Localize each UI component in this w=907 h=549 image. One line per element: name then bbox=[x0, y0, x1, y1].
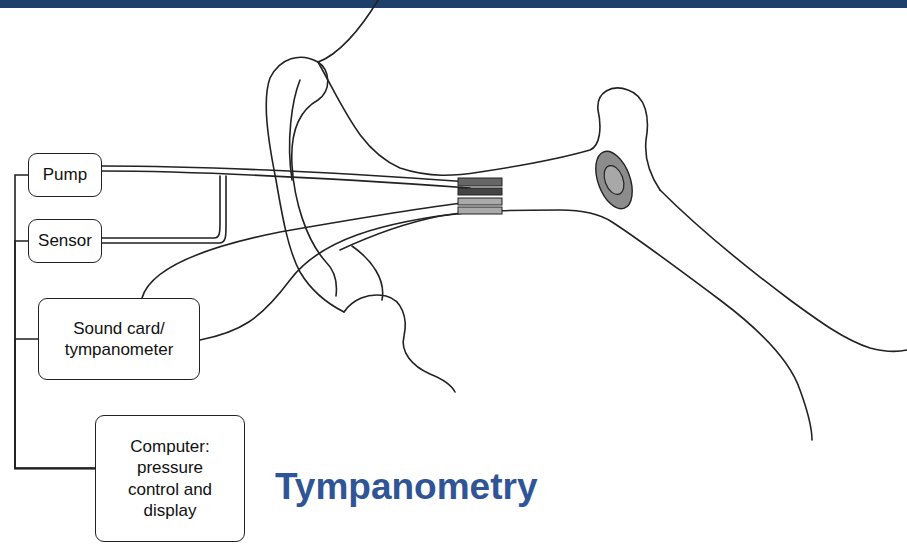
computer-box: Computer: pressure control and display bbox=[95, 415, 245, 542]
ear-canal-lower-wall bbox=[340, 210, 812, 440]
sound-card-box: Sound card/ tympanometer bbox=[38, 298, 200, 380]
bus-connector bbox=[15, 175, 95, 468]
speaker-wire bbox=[142, 202, 470, 298]
middle-ear-wall bbox=[660, 190, 907, 351]
header-bar bbox=[0, 0, 907, 8]
title: Tympanometry bbox=[275, 466, 538, 508]
box-label: Computer: pressure control and display bbox=[116, 436, 224, 521]
lower-pinna bbox=[344, 295, 455, 392]
sensor-tube bbox=[102, 176, 226, 243]
box-label: Pump bbox=[43, 164, 87, 185]
pump-box: Pump bbox=[28, 153, 102, 197]
bus-connector bbox=[15, 241, 95, 468]
tragus bbox=[352, 246, 383, 300]
pinna-outline bbox=[266, 0, 378, 312]
pinna-antihelix bbox=[290, 80, 300, 180]
eardrum bbox=[589, 146, 640, 213]
box-label: Sound card/ tympanometer bbox=[51, 318, 187, 361]
bus-connector bbox=[15, 339, 95, 468]
microphone-wire bbox=[200, 212, 470, 340]
pump-tube bbox=[102, 171, 470, 188]
pump-tube bbox=[102, 166, 470, 182]
sensor-tube bbox=[102, 176, 220, 238]
sensor-box: Sensor bbox=[28, 219, 102, 263]
box-label: Sensor bbox=[38, 230, 92, 251]
probe bbox=[458, 178, 502, 214]
